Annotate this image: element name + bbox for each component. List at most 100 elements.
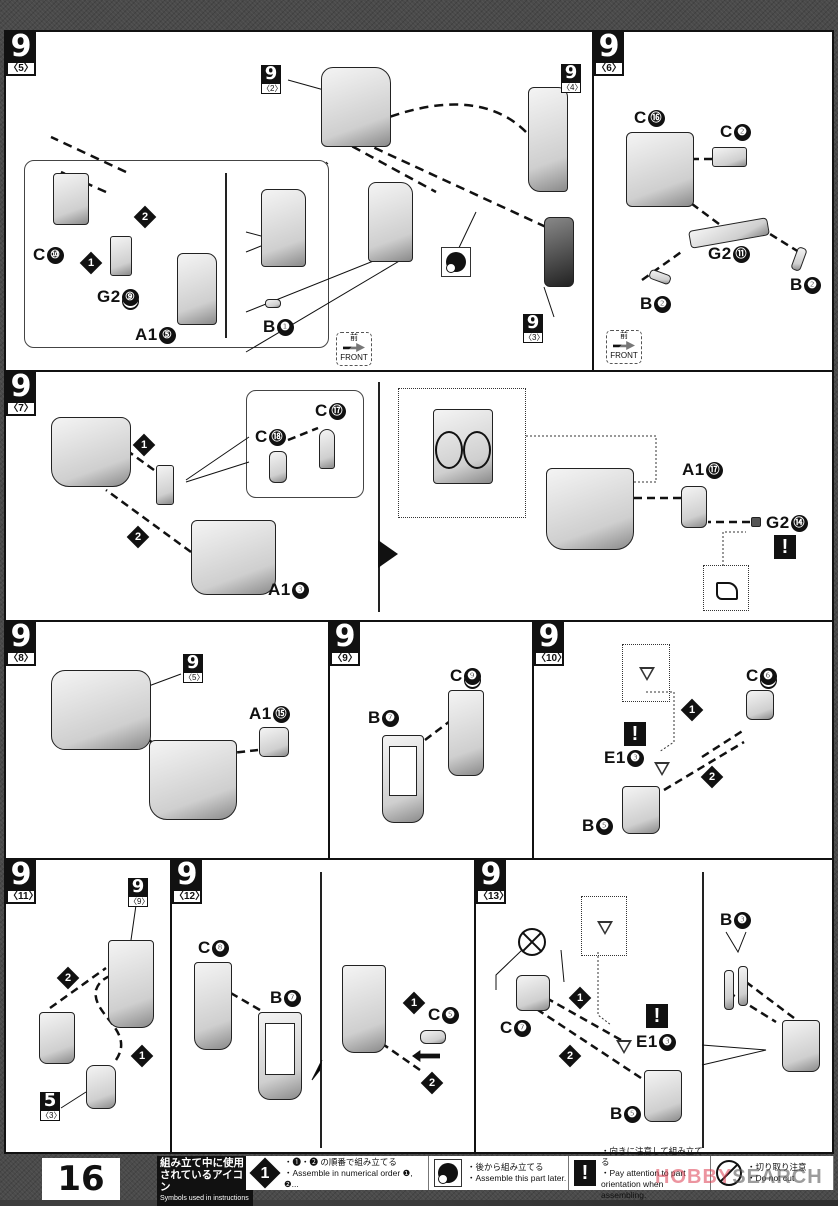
legend-item-numbered-order: 1 ・❶・❷ の順番で組み立てる ・Assemble in numerical … [246, 1156, 429, 1190]
triangle-mark-icon [639, 667, 655, 681]
shoulder-cover-part [782, 1020, 820, 1072]
assemble-later-icon [434, 1159, 462, 1187]
frame-assembled-part [342, 965, 386, 1053]
chest-block-part [51, 417, 131, 487]
ref-badge-9-2: 9 〈2〉 [261, 63, 283, 94]
g2-14-shape-icon [716, 582, 738, 600]
order-marker-1: 1 [79, 251, 103, 275]
watermark: HOBBYSEARCH [655, 1166, 823, 1188]
step-badge: 9 〈9〉 [330, 622, 360, 666]
b1-part [265, 299, 281, 308]
c6-part [746, 690, 774, 720]
torso-assembly-part [321, 67, 391, 147]
a1-5-part [177, 253, 217, 325]
c18-part [269, 451, 287, 483]
small-cover-part [86, 1065, 116, 1109]
step-badge: 9 〈13〉 [476, 858, 510, 904]
g2-14-part [751, 517, 761, 527]
shoulder-detail-part [261, 189, 306, 267]
shoulder-part-right [528, 87, 568, 192]
shoulder-part-lower [544, 217, 574, 287]
step-badge: 9 〈5〉 [6, 32, 36, 76]
b3-part-right [738, 966, 748, 1006]
step-badge: 9 〈12〉 [172, 858, 206, 904]
order-marker-2: 2 [558, 1044, 582, 1068]
front-indicator-icon: 前 FRONT [606, 330, 642, 364]
hinge-part [156, 465, 174, 505]
order-marker-2: 2 [126, 525, 150, 549]
assembly-arrows [495, 931, 795, 1080]
order-marker-1: 1 [680, 698, 704, 722]
e1-3-part [654, 762, 670, 776]
b7-part [258, 1012, 302, 1100]
ref-badge-5-3: 5 〈3〉 [40, 1090, 62, 1121]
step-substep: 〈5〉 [7, 62, 35, 75]
e1-3-part [616, 1040, 632, 1054]
orientation-warning-icon: ! [624, 722, 646, 746]
order-marker-1: 1 [132, 433, 156, 457]
torso-assembly-part [51, 670, 151, 750]
legend-item-orientation: ! ・向きに注意して組み立てる ・Pay attention to part o… [569, 1146, 711, 1200]
detail-view-box [398, 388, 526, 518]
shoulder-assembled-part [368, 182, 413, 262]
b3-part-left [724, 970, 734, 1010]
step-badge: 9 〈11〉 [6, 858, 39, 904]
assembly-arrows [424, 711, 463, 741]
c17-part [319, 429, 335, 469]
order-marker-2: 2 [420, 1071, 444, 1095]
a1-17-part [681, 486, 707, 528]
c5-part [420, 1030, 446, 1044]
b5-part [644, 1070, 682, 1122]
ref-badge-9-9: 9 〈9〉 [128, 876, 150, 907]
b7-part [382, 735, 424, 823]
step-badge: 9 〈7〉 [6, 372, 36, 416]
orientation-warning-icon: ! [774, 535, 796, 559]
assemble-later-icon [441, 247, 471, 277]
no-cut-icon [518, 928, 546, 956]
order-marker-2: 2 [56, 966, 80, 990]
ref-badge-9-4: 9 〈4〉 [561, 62, 583, 93]
b5-part [622, 786, 660, 834]
orientation-detail-box [703, 565, 749, 611]
order-marker-1: 1 [130, 1044, 154, 1068]
ref-badge-9-5: 9 〈5〉 [183, 652, 205, 683]
g2-9-part [110, 236, 132, 276]
order-marker-1: 1 [568, 986, 592, 1010]
assembly-arrows [103, 426, 750, 566]
order-marker-1: 1 [402, 991, 426, 1015]
ref-badge-9-3: 9 〈3〉 [523, 312, 545, 343]
assembly-arrows [49, 904, 137, 1109]
step-9-5-panel: 9 〈5〉 9 〈2〉 9 〈 [4, 30, 594, 372]
legend-item-assemble-later: ・後から組み立てる ・Assemble this part later. [429, 1156, 569, 1190]
c10-part [53, 173, 89, 225]
page-number: 16 [42, 1158, 120, 1200]
frame-part [108, 940, 154, 1028]
highlight-circle-right [463, 431, 491, 469]
